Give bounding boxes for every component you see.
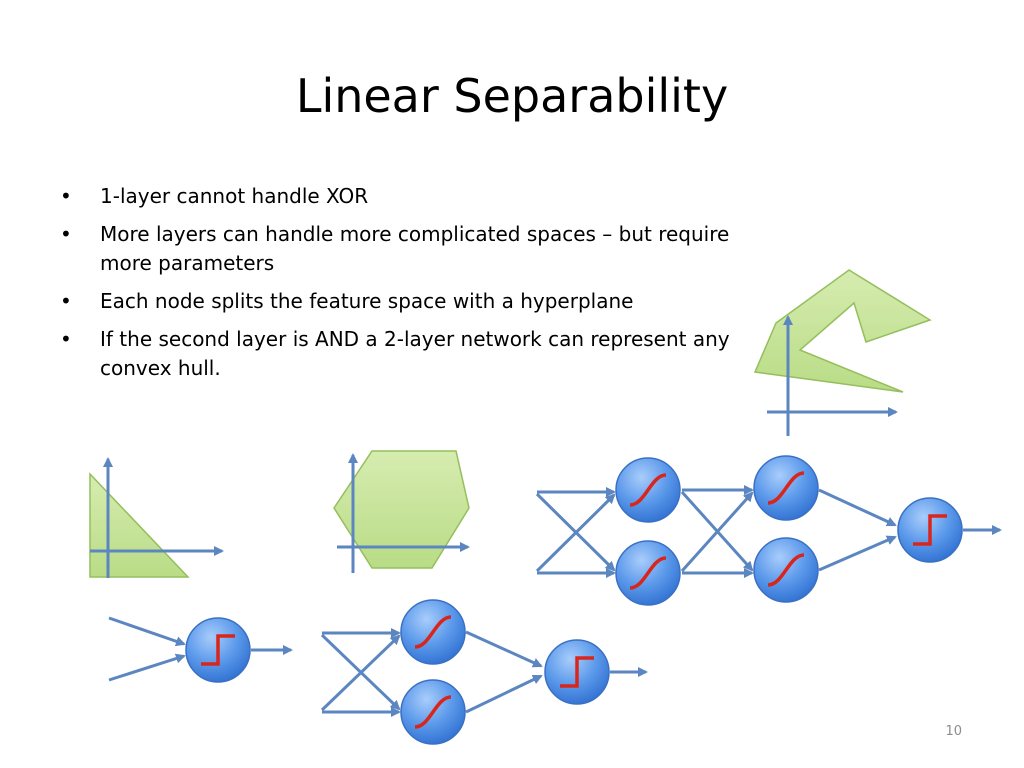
hidden-edge (818, 535, 897, 572)
hidden-edge (465, 630, 543, 668)
convex-hull-plot (333, 450, 470, 573)
sigmoid-neuron (753, 537, 819, 603)
step-function-icon (201, 634, 235, 666)
sigmoid-neuron (615, 540, 681, 606)
single-layer-network (108, 616, 293, 683)
bullet-item: • More layers can handle more complicated… (58, 220, 758, 278)
bullet-dot-icon: • (60, 327, 72, 351)
bullet-dot-icon: • (60, 184, 72, 208)
sigmoid-neuron (615, 457, 681, 523)
sigmoid-function-icon (629, 473, 667, 507)
sigmoid-function-icon (414, 695, 452, 729)
bullet-item: • If the second layer is AND a 2-layer ne… (58, 325, 758, 383)
bullet-text: More layers can handle more complicated … (100, 222, 730, 275)
sigmoid-neuron (400, 599, 466, 665)
non-convex-region-plot (753, 269, 932, 436)
sigmoid-neuron (400, 679, 466, 745)
input-edge (108, 653, 186, 682)
step-neuron (544, 639, 610, 705)
step-function-icon (913, 514, 947, 546)
sigmoid-function-icon (629, 556, 667, 590)
sigmoid-function-icon (767, 471, 805, 505)
bullet-item: • 1-layer cannot handle XOR (58, 182, 758, 211)
hidden-edge (818, 488, 897, 527)
sigmoid-function-icon (414, 615, 452, 649)
step-neuron (185, 617, 251, 683)
page-number: 10 (945, 724, 962, 739)
hidden-edge (465, 674, 543, 714)
bullet-item: • Each node splits the feature space with… (58, 287, 758, 316)
input-edge (108, 616, 186, 647)
input-edge (535, 492, 616, 572)
bullet-text: 1-layer cannot handle XOR (100, 184, 369, 208)
slide-title: Linear Separability (295, 69, 729, 123)
half-space-plot (89, 457, 224, 578)
hidden-edge (680, 490, 754, 572)
three-layer-network (535, 455, 1002, 606)
non-convex-region (753, 269, 932, 393)
bullet-text: If the second layer is AND a 2-layer net… (100, 327, 730, 380)
triangle-region (89, 472, 190, 578)
step-function-icon (560, 656, 594, 688)
sigmoid-function-icon (767, 553, 805, 587)
bullet-list: • 1-layer cannot handle XOR • More layers … (58, 182, 758, 392)
input-edge (320, 633, 401, 711)
bullet-dot-icon: • (60, 289, 72, 313)
bullet-text: Each node splits the feature space with … (100, 289, 634, 313)
two-layer-network (320, 599, 648, 745)
bullet-dot-icon: • (60, 222, 72, 246)
sigmoid-neuron (753, 455, 819, 521)
step-neuron (897, 497, 963, 563)
hexagon-region (333, 450, 470, 569)
